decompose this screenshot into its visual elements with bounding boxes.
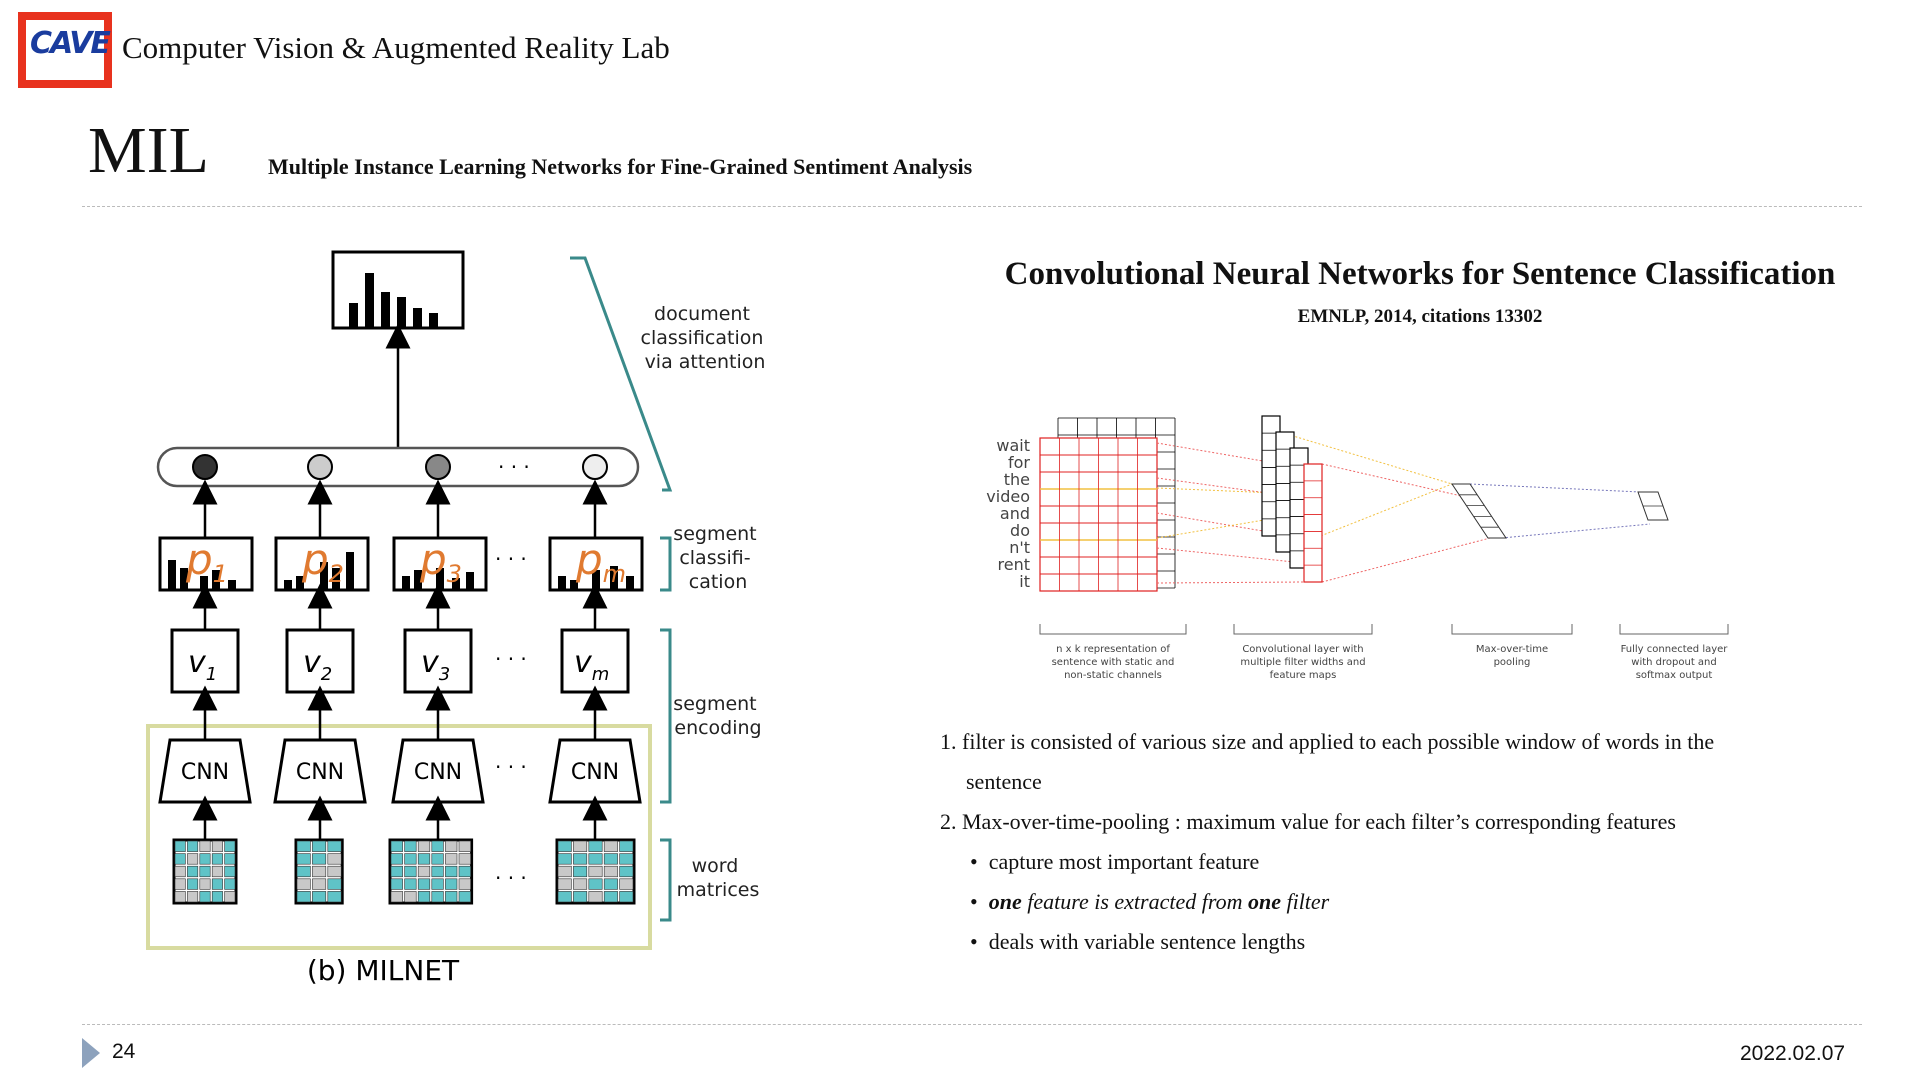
svg-text:CNN: CNN (571, 760, 619, 785)
slide-subtitle: Multiple Instance Learning Networks for … (268, 154, 973, 179)
segment-histogram-2 (274, 536, 370, 592)
sentence-word: and (1000, 504, 1030, 523)
segment-prediction-labels: p1 p2 p3 pm (185, 535, 626, 588)
cnn-ellipsis: · · · (495, 755, 527, 779)
svg-text:p3: p3 (419, 535, 462, 588)
svg-text:pm: pm (575, 535, 626, 588)
slide-date: 2022.02.07 (1740, 1042, 1846, 1065)
lab-logo: CAVE (18, 12, 112, 88)
segment-vector-2 (285, 628, 355, 694)
sentence-word: n't (1009, 538, 1030, 557)
segment-encoding-label: segment encoding (673, 693, 762, 739)
svg-text:v1: v1 (188, 645, 217, 685)
stage-brackets (1039, 624, 1729, 635)
word-matrices-label: word matrices (677, 855, 760, 901)
cnn-group-box (146, 724, 652, 950)
pooling-vector (1451, 483, 1507, 539)
paper-title: Convolutional Neural Networks for Senten… (1004, 256, 1836, 292)
svg-text:p2: p2 (301, 535, 344, 588)
attention-weight-1 (192, 454, 218, 480)
svg-text:CNN: CNN (414, 760, 462, 785)
input-matrix-static (1039, 437, 1158, 592)
page-number: 24 (112, 1040, 136, 1063)
attention-weight-2 (307, 454, 333, 480)
sentence-word: the (1004, 470, 1030, 489)
cnn-block-2 (273, 738, 367, 804)
output-layer (1637, 491, 1669, 521)
word-matrix-2 (294, 838, 344, 905)
sentence-word: for (1008, 453, 1030, 472)
lab-name: Computer Vision & Augmented Reality Lab (122, 30, 670, 65)
word-matrix-m (555, 838, 636, 905)
seg-class-bracket (660, 536, 672, 592)
notes-list: 1. filter is consisted of various size a… (940, 722, 1714, 962)
doc-bracket (570, 256, 673, 492)
note-item-1-cont: sentence (966, 769, 1042, 794)
svg-text:v2: v2 (303, 645, 332, 685)
segment-histogram-m (548, 536, 644, 592)
word-matrix-3 (388, 838, 474, 905)
milnet-diagram: · · · document classification via attent… (146, 250, 770, 987)
cnn-block-1 (158, 738, 252, 804)
cnn-labels: CNN CNN CNN CNN (181, 760, 619, 785)
sentence-word: rent (998, 555, 1030, 574)
document-histogram-bars (349, 273, 438, 328)
sentence-word: do (1010, 521, 1030, 540)
attention-bar (156, 446, 640, 488)
sentence-word: video (986, 487, 1030, 506)
svg-text:CNN: CNN (181, 760, 229, 785)
connection-lines (1156, 431, 1651, 584)
word-bracket (660, 838, 672, 922)
doc-classification-label: document classification via attention (641, 303, 770, 373)
sentence-word: it (1019, 572, 1030, 591)
note-bullet-2: • one feature is extracted from one filt… (970, 889, 1330, 914)
logo-text: CAVE (30, 26, 111, 61)
note-item-1: 1. filter is consisted of various size a… (940, 729, 1715, 754)
paper-meta: EMNLP, 2014, citations 13302 (1297, 306, 1543, 327)
milnet-caption: (b) MILNET (307, 954, 460, 987)
matrix-ellipsis: · · · (495, 866, 527, 890)
attention-weight-3 (425, 454, 451, 480)
segment-vector-3 (403, 628, 473, 694)
note-bullet-1: • capture most important feature (970, 849, 1260, 874)
vector-ellipsis: · · · (495, 647, 527, 671)
attention-ellipsis: · · · (498, 455, 530, 479)
segment-ellipsis: · · · (495, 547, 527, 571)
segment-vector-m (560, 628, 630, 694)
page-marker-icon (82, 1038, 100, 1068)
attention-weight-m (582, 454, 608, 480)
seg-enc-bracket (660, 628, 672, 804)
note-item-2: 2. Max-over-time-pooling : maximum value… (940, 809, 1676, 834)
svg-text:v3: v3 (421, 645, 450, 685)
cnn-block-m (548, 738, 642, 804)
feature-maps (1261, 415, 1323, 583)
note-bullet-3: • deals with variable sentence lengths (970, 929, 1306, 954)
bottom-divider (82, 1024, 1862, 1025)
word-matrix-1 (172, 838, 238, 905)
segment-classification-label: segment classifi- cation (673, 523, 762, 593)
top-divider (82, 206, 1862, 207)
slide-title: MIL (88, 114, 209, 187)
segment-histogram-3 (392, 536, 488, 592)
svg-text:CNN: CNN (296, 760, 344, 785)
segment-vector-labels: v1 v2 v3 vm (188, 645, 609, 685)
svg-text:vm: vm (574, 645, 609, 685)
sentence-word: wait (996, 436, 1030, 455)
cnn-block-3 (391, 738, 485, 804)
svg-text:p1: p1 (185, 535, 228, 588)
